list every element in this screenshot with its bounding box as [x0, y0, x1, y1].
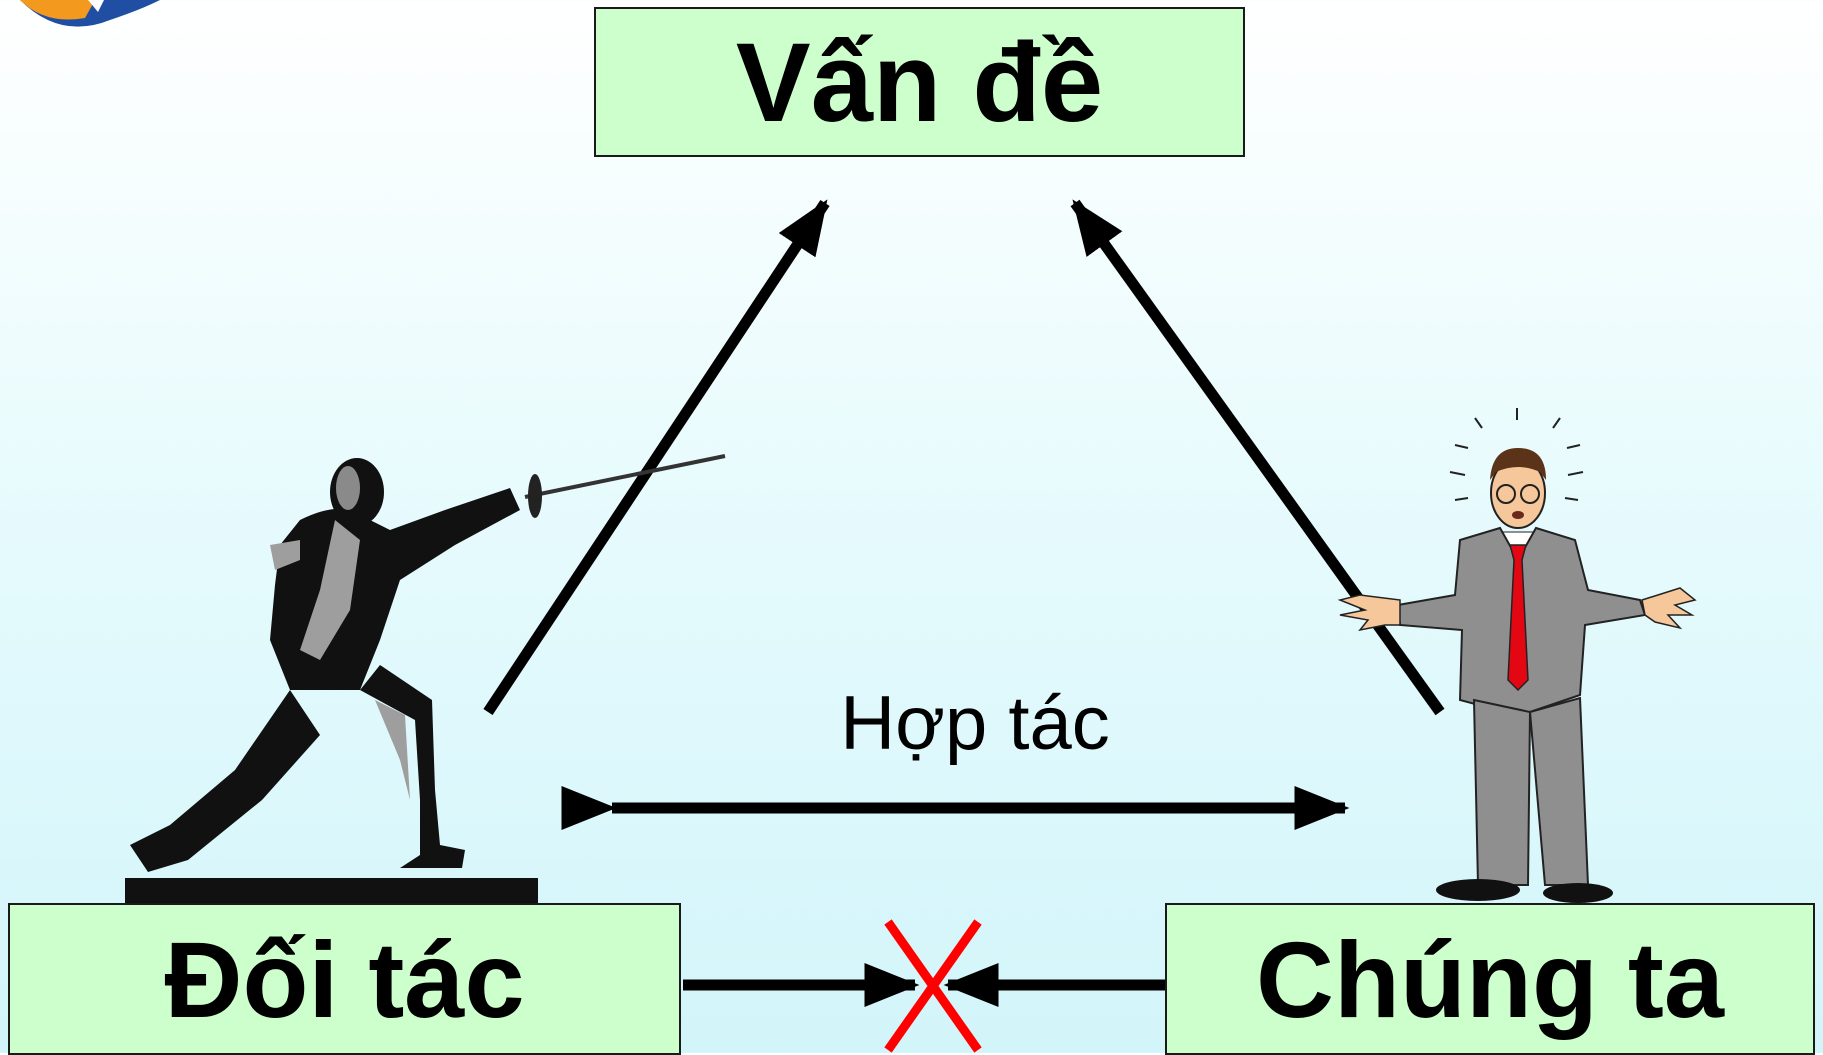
problem-box: Vấn đề: [594, 7, 1245, 157]
fencer-illustration: [125, 454, 726, 903]
partner-box: Đối tác: [8, 903, 681, 1055]
cooperation-label: Hợp tác: [840, 681, 1110, 766]
arrow-partner-to-problem: [483, 199, 830, 716]
us-box: Chúng ta: [1165, 903, 1815, 1055]
us-label: Chúng ta: [1256, 918, 1724, 1040]
company-logo-icon: [20, 0, 160, 27]
partner-label: Đối tác: [164, 918, 525, 1040]
red-cross-icon: [884, 919, 982, 1053]
confused-businessman-illustration: [1337, 408, 1697, 903]
problem-label: Vấn đề: [735, 19, 1104, 145]
arrow-us-to-problem: [1070, 199, 1445, 716]
